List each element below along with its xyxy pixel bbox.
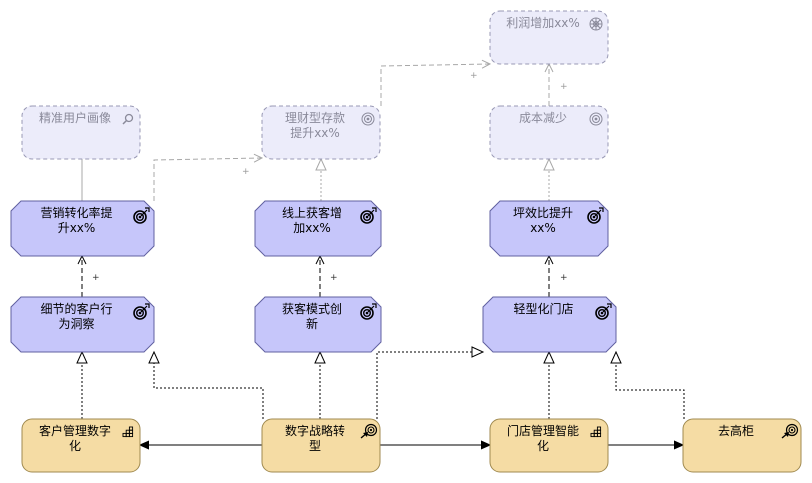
realization-relationship-edge[interactable] bbox=[610, 350, 685, 419]
outcome-target-icon bbox=[595, 303, 612, 320]
node-label-line: 轻型化门店 bbox=[513, 301, 573, 316]
node-shape bbox=[489, 10, 609, 65]
course-of-action-icon bbox=[360, 423, 378, 439]
edge-label: + bbox=[560, 82, 568, 92]
edge-label: + bbox=[92, 273, 100, 283]
node-shape bbox=[21, 418, 141, 473]
realization-relationship-edge[interactable] bbox=[376, 346, 485, 419]
node-shape bbox=[254, 200, 382, 257]
influence-relationship-edge[interactable] bbox=[380, 64, 490, 106]
node-shape bbox=[10, 200, 155, 257]
node-label-line: 客户管理数字 bbox=[39, 423, 111, 438]
goal-wheel-icon bbox=[589, 17, 603, 31]
edge-label: + bbox=[330, 273, 338, 283]
node-label-line: 数字战略转 bbox=[285, 423, 345, 438]
node-label-line: 线上获客增 bbox=[282, 205, 342, 220]
course-of-action-icon bbox=[781, 423, 799, 439]
node-shape bbox=[21, 105, 141, 160]
realization-relationship-edge[interactable] bbox=[148, 350, 264, 419]
node-goal[interactable]: 成本减少 bbox=[489, 105, 609, 160]
node-shape bbox=[489, 105, 609, 160]
influence-relationship-edge[interactable] bbox=[153, 158, 262, 201]
outcome-target-icon bbox=[133, 207, 150, 224]
edges-layer bbox=[76, 64, 685, 445]
node-label-line: 坪效比提升 bbox=[513, 205, 573, 220]
edge-label: + bbox=[470, 71, 478, 81]
node-label-line: 精准用户画像 bbox=[39, 110, 111, 125]
node-label-line: 成本减少 bbox=[519, 111, 567, 125]
target-icon bbox=[361, 112, 375, 126]
edge-labels-layer: + + + + + + bbox=[92, 71, 568, 283]
node-label-line: xx% bbox=[530, 221, 556, 235]
node-shape bbox=[10, 296, 155, 353]
outcome-target-icon bbox=[360, 207, 377, 224]
node-label-line: 门店管理智能 bbox=[507, 423, 579, 438]
node-shape bbox=[261, 418, 381, 473]
node-shape bbox=[482, 296, 617, 353]
node-label-line: 加xx% bbox=[293, 221, 331, 235]
edge-label: + bbox=[560, 273, 568, 283]
node-label-line: 细节的客户行 bbox=[40, 301, 112, 316]
node-label-line: 营销转化率提 bbox=[40, 205, 112, 220]
node-goal[interactable]: 精准用户画像 bbox=[21, 105, 141, 160]
node-label-line: 化 bbox=[537, 439, 549, 453]
outcome-target-icon bbox=[587, 207, 604, 224]
node-label-line: 利润增加xx% bbox=[506, 16, 580, 30]
node-label-line: 去高柜 bbox=[718, 423, 754, 438]
target-icon bbox=[589, 112, 603, 126]
node-shape bbox=[261, 105, 381, 160]
node-label-line: 理财型存款 bbox=[285, 111, 345, 125]
node-shape bbox=[489, 418, 609, 473]
node-label-line: 获客模式创 bbox=[282, 301, 342, 316]
outcome-target-icon bbox=[133, 303, 150, 320]
node-outcome[interactable]: 轻型化门店 bbox=[482, 296, 617, 353]
edge-label: + bbox=[242, 167, 250, 177]
node-label-line: 化 bbox=[69, 439, 81, 453]
capability-icon bbox=[590, 426, 602, 438]
node-label-line: 型 bbox=[309, 439, 321, 453]
node-shape bbox=[254, 296, 382, 353]
node-shape bbox=[489, 200, 609, 257]
node-goal[interactable]: 利润增加xx% bbox=[489, 10, 609, 65]
node-label-line: 为洞察 bbox=[58, 317, 94, 331]
node-shape bbox=[682, 418, 802, 473]
node-label-line: 提升xx% bbox=[290, 125, 340, 140]
capability-icon bbox=[122, 426, 134, 438]
node-strategy[interactable]: 去高柜 bbox=[682, 418, 802, 473]
outcome-target-icon bbox=[360, 303, 377, 320]
search-icon bbox=[122, 113, 134, 125]
node-label-line: 新 bbox=[306, 316, 318, 331]
node-label-line: 升xx% bbox=[58, 221, 96, 235]
